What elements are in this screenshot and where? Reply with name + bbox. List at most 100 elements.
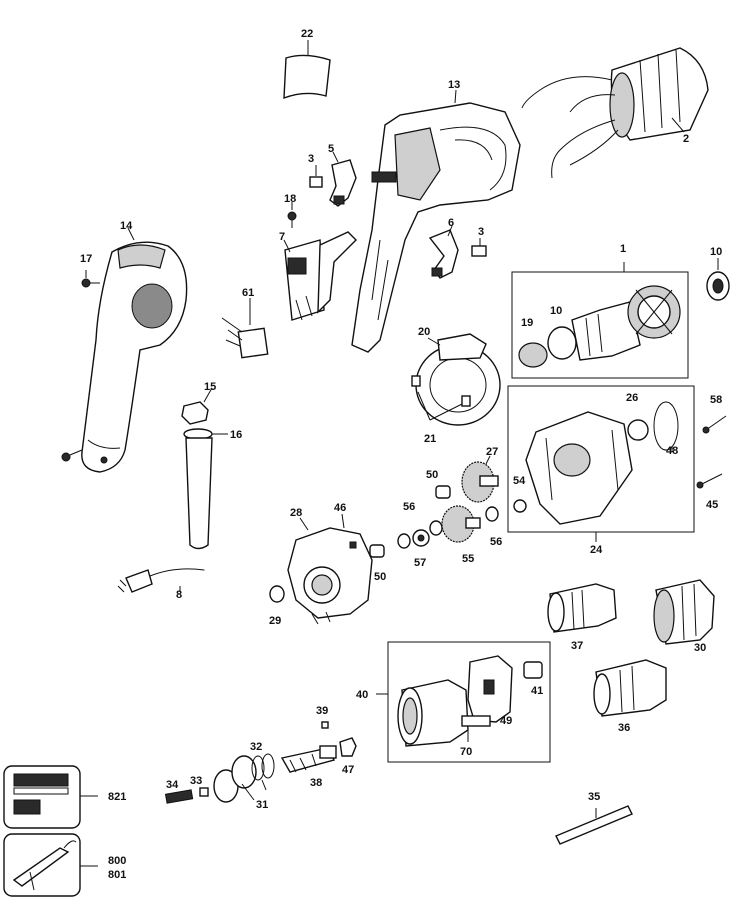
label-70: 70 — [460, 746, 472, 758]
part-8-cord — [117, 568, 205, 593]
part-24-gearcase-box — [507, 385, 695, 542]
label-3-upper: 3 — [308, 153, 314, 165]
label-27: 27 — [486, 446, 498, 458]
label-35: 35 — [588, 791, 600, 803]
label-58: 58 — [710, 394, 722, 406]
label-41: 41 — [531, 685, 543, 697]
label-6: 6 — [448, 217, 454, 229]
label-34: 34 — [166, 779, 179, 791]
label-19: 19 — [521, 317, 533, 329]
label-10-box: 10 — [550, 305, 562, 317]
label-47: 47 — [342, 764, 354, 776]
label-30: 30 — [694, 642, 706, 654]
label-39: 39 — [316, 705, 328, 717]
part-7-switch — [283, 231, 357, 321]
label-10-right: 10 — [710, 246, 722, 258]
part-55-gear — [441, 505, 481, 543]
label-56-right: 56 — [490, 536, 502, 548]
label-57: 57 — [414, 557, 426, 569]
part-3-brush-upper — [309, 165, 323, 188]
part-61-switch-module — [221, 298, 269, 359]
label-45: 45 — [706, 499, 718, 511]
part-35-bit — [555, 805, 633, 845]
part-50-pin-upper — [435, 485, 451, 499]
label-37: 37 — [571, 640, 583, 652]
label-15: 15 — [204, 381, 216, 393]
label-49: 49 — [500, 715, 512, 727]
part-17-screw-lower — [61, 449, 83, 462]
label-54: 54 — [513, 475, 526, 487]
label-13: 13 — [448, 79, 460, 91]
label-26: 26 — [626, 392, 638, 404]
part-30-sleeve — [653, 579, 715, 645]
label-48: 48 — [666, 445, 678, 457]
label-20: 20 — [418, 326, 430, 338]
part-20-brush-ring — [415, 333, 501, 426]
part-45-screw — [696, 473, 723, 489]
label-14: 14 — [120, 220, 133, 232]
part-21-pins — [411, 375, 471, 421]
label-61: 61 — [242, 287, 254, 299]
part-27-gear — [461, 455, 499, 503]
part-800-801-accessory-box — [3, 833, 98, 897]
part-821-label-box — [3, 765, 98, 829]
part-10-bearing — [706, 258, 730, 301]
part-16-side-handle — [183, 428, 228, 550]
label-801: 801 — [108, 869, 126, 881]
label-31: 31 — [256, 799, 268, 811]
label-1: 1 — [620, 243, 626, 255]
label-24: 24 — [590, 544, 603, 556]
part-3-brush-right — [471, 238, 487, 257]
label-821: 821 — [108, 791, 126, 803]
part-50-pin-lower — [369, 544, 385, 558]
part-1-armature-box — [511, 262, 689, 379]
part-56-washers — [397, 506, 499, 549]
part-58-screw — [702, 415, 727, 434]
part-5-brush-holder — [329, 151, 357, 207]
part-17-screw-upper — [81, 270, 100, 288]
part-15-nut — [181, 387, 213, 425]
label-800: 800 — [108, 855, 126, 867]
label-17: 17 — [80, 253, 92, 265]
label-29: 29 — [269, 615, 281, 627]
part-37-collar — [547, 583, 617, 633]
label-5: 5 — [328, 143, 334, 155]
part-22-label-sheet — [283, 40, 331, 100]
label-22: 22 — [301, 28, 313, 40]
label-36: 36 — [618, 722, 630, 734]
part-14-handle — [81, 227, 188, 473]
part-39-ball — [321, 721, 329, 729]
label-16: 16 — [230, 429, 242, 441]
label-46: 46 — [334, 502, 346, 514]
part-13-housing — [351, 89, 521, 353]
part-38-spindle — [280, 745, 337, 773]
part-2-field-coil — [521, 47, 709, 179]
part-33-pin — [199, 787, 209, 797]
label-18: 18 — [284, 193, 296, 205]
label-50-lower: 50 — [374, 571, 386, 583]
part-28-gear-plate — [287, 513, 373, 625]
callout-labels: 22 13 2 3 5 18 7 6 3 14 17 61 1 10 10 19… — [80, 28, 722, 881]
part-6-brush-holder — [428, 225, 459, 279]
part-34-bit — [164, 789, 194, 804]
part-40-assembly-box — [376, 641, 551, 763]
label-7: 7 — [279, 231, 285, 243]
label-2: 2 — [683, 133, 689, 145]
label-28: 28 — [290, 507, 302, 519]
label-33: 33 — [190, 775, 202, 787]
label-21: 21 — [424, 433, 436, 445]
label-55: 55 — [462, 553, 474, 565]
part-29-washer — [269, 585, 285, 603]
label-38: 38 — [310, 777, 322, 789]
part-31-collar — [213, 755, 267, 803]
part-18-screw — [287, 202, 297, 228]
label-32: 32 — [250, 741, 262, 753]
part-47-nut — [339, 737, 357, 757]
part-57-bearing — [412, 529, 430, 547]
label-8: 8 — [176, 589, 182, 601]
label-40: 40 — [356, 689, 368, 701]
part-36-collar — [593, 659, 667, 717]
label-3-right: 3 — [478, 226, 484, 238]
